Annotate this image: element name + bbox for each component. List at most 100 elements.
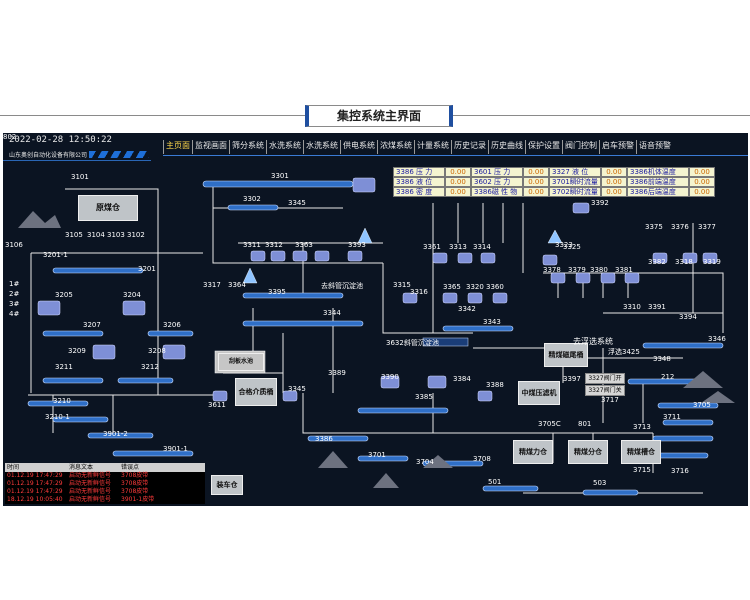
nav-item-8[interactable]: 历史记录 (451, 140, 488, 154)
event-cell: 启动无新鲜信号 (69, 472, 112, 479)
status-value: 0.00 (445, 177, 471, 187)
scada-screen: 2022-02-28 12:50:22 山东奥创自动化设备有限公司 主页面监视画… (3, 133, 748, 506)
equipment-label: 3376 (671, 223, 689, 231)
status-value: 0.00 (689, 167, 715, 177)
equipment-label: 501 (488, 478, 502, 486)
status-value: 0.00 (523, 167, 549, 177)
equipment-label: 3901-1 (163, 445, 188, 453)
equipment-label: 3320 (466, 283, 484, 291)
equipment-label: 3716 (671, 467, 689, 475)
page-title-bar: 集控系统主界面 (0, 105, 750, 127)
equipment-label: 3397 (563, 375, 581, 383)
nav-item-10[interactable]: 保护设置 (525, 140, 562, 154)
status-value: 0.00 (601, 177, 627, 187)
status-name: 3386磁 性 物 (471, 187, 523, 197)
datetime-display: 2022-02-28 12:50:22 (9, 135, 112, 145)
equipment-label: 3379 (568, 266, 586, 274)
equipment-label: 3212 (141, 363, 159, 371)
company-name: 山东奥创自动化设备有限公司 (9, 152, 88, 159)
nav-item-3[interactable]: 水洗系统 (266, 140, 303, 154)
status-name: 3386前端温度 (627, 177, 689, 187)
nav-item-12[interactable]: 启车预警 (599, 140, 636, 154)
equipment-label: 3316 (410, 288, 428, 296)
equipment-label: 801 (578, 420, 592, 428)
loading-bin[interactable]: 装车仓 (211, 475, 243, 495)
clean-coal-bin-c[interactable]: 精煤槽仓 (621, 440, 661, 464)
status-name: 3386后端温度 (627, 187, 689, 197)
equipment-label: 3312 (265, 241, 283, 249)
equipment-label: 802 (3, 133, 17, 141)
status-name: 3386 液 位 (393, 177, 445, 187)
event-cell: 3708皮带 (121, 472, 149, 479)
nav-item-5[interactable]: 供电系统 (340, 140, 377, 154)
equipment-label: 3204 (123, 291, 141, 299)
nav-item-7[interactable]: 计量系统 (414, 140, 451, 154)
page-title: 集控系统主界面 (305, 105, 453, 127)
nav-item-9[interactable]: 历史曲线 (488, 140, 525, 154)
event-cell: 18.12.19 10:05:40 (7, 496, 63, 503)
equipment-label: 3384 (453, 375, 471, 383)
equipment-label: 3385 (415, 393, 433, 401)
nav-item-13[interactable]: 语音预警 (636, 140, 673, 154)
top-navigation: 主页面监视画面筛分系统水洗系统水洗系统供电系统浓煤系统计量系统历史记录历史曲线保… (163, 140, 673, 154)
header-divider (3, 160, 151, 161)
equipment-label: 3382 (648, 258, 666, 266)
equipment-label: 3363 (295, 241, 313, 249)
equipment-label: 3301 (271, 172, 289, 180)
equipment-label: 3201 (138, 265, 156, 273)
status-name: 3386 密 度 (393, 187, 445, 197)
clean-coal-bin-a[interactable]: 精煤力仓 (513, 440, 553, 464)
flotation-label: 去浮选系统 (573, 337, 613, 346)
nav-item-0[interactable]: 主页面 (163, 140, 192, 154)
medium-coal-press[interactable]: 精煤磁尾桶 (544, 343, 588, 367)
event-cell: 启动无新鲜信号 (69, 488, 112, 495)
event-cell: 启动无新鲜信号 (69, 480, 112, 487)
equipment-label: 3313 (449, 243, 467, 251)
equipment-label: 3388 (486, 381, 504, 389)
equipment-label: 3360 (486, 283, 504, 291)
equipment-label: 3343 (483, 318, 501, 326)
event-log-header: 时间 消息文本 错误点 (5, 463, 205, 472)
status-name: 3601 压 力 (471, 167, 523, 177)
equipment-label: 3104 (87, 231, 105, 239)
equipment-label: 3207 (83, 321, 101, 329)
status-value: 0.00 (523, 177, 549, 187)
status-value: 0.00 (445, 187, 471, 197)
valve-close-button[interactable]: 3327阀门关 (585, 385, 625, 396)
equipment-label: 3705 (693, 401, 711, 409)
raw-coal-bin[interactable]: 原煤仓 (78, 195, 138, 221)
equipment-label: 3381 (615, 266, 633, 274)
flotation-3425-label: 浮选3425 (608, 348, 640, 356)
equipment-label: 3346 (708, 335, 726, 343)
status-name: 3386机体温度 (627, 167, 689, 177)
status-name: 3327 液 位 (549, 167, 601, 177)
equipment-label: 3708 (473, 455, 491, 463)
equipment-label: 3348 (653, 355, 671, 363)
qualified-medium-bucket[interactable]: 合格介质桶 (235, 378, 277, 406)
equipment-label: 3318 (675, 258, 693, 266)
equipment-label: 3364 (228, 281, 246, 289)
nav-item-1[interactable]: 监视画面 (192, 140, 229, 154)
valve-open-button[interactable]: 3327阀门开 (585, 373, 625, 384)
equipment-label: 3105 (65, 231, 83, 239)
status-value: 0.00 (523, 187, 549, 197)
recovery-basin[interactable]: 刮板水池 (218, 353, 264, 371)
nav-item-2[interactable]: 筛分系统 (229, 140, 266, 154)
equipment-label: 3715 (633, 466, 651, 474)
equipment-label: 3206 (163, 321, 181, 329)
nav-item-6[interactable]: 浓煤系统 (377, 140, 414, 154)
process-diagram (18, 177, 735, 496)
nav-item-11[interactable]: 阀门控制 (562, 140, 599, 154)
medium-press[interactable]: 中煤压滤机 (518, 381, 560, 405)
clean-coal-bin-b[interactable]: 精煤分仓 (568, 440, 608, 464)
equipment-label: 3323 (555, 241, 573, 249)
equipment-label: 3393 (348, 241, 366, 249)
equipment-label: 3901-2 (103, 430, 128, 438)
nav-item-4[interactable]: 水洗系统 (303, 140, 340, 154)
status-name: 3702瞬时流量 (549, 187, 601, 197)
event-cell: 3708皮带 (121, 480, 149, 487)
equipment-label: 3319 (703, 258, 721, 266)
